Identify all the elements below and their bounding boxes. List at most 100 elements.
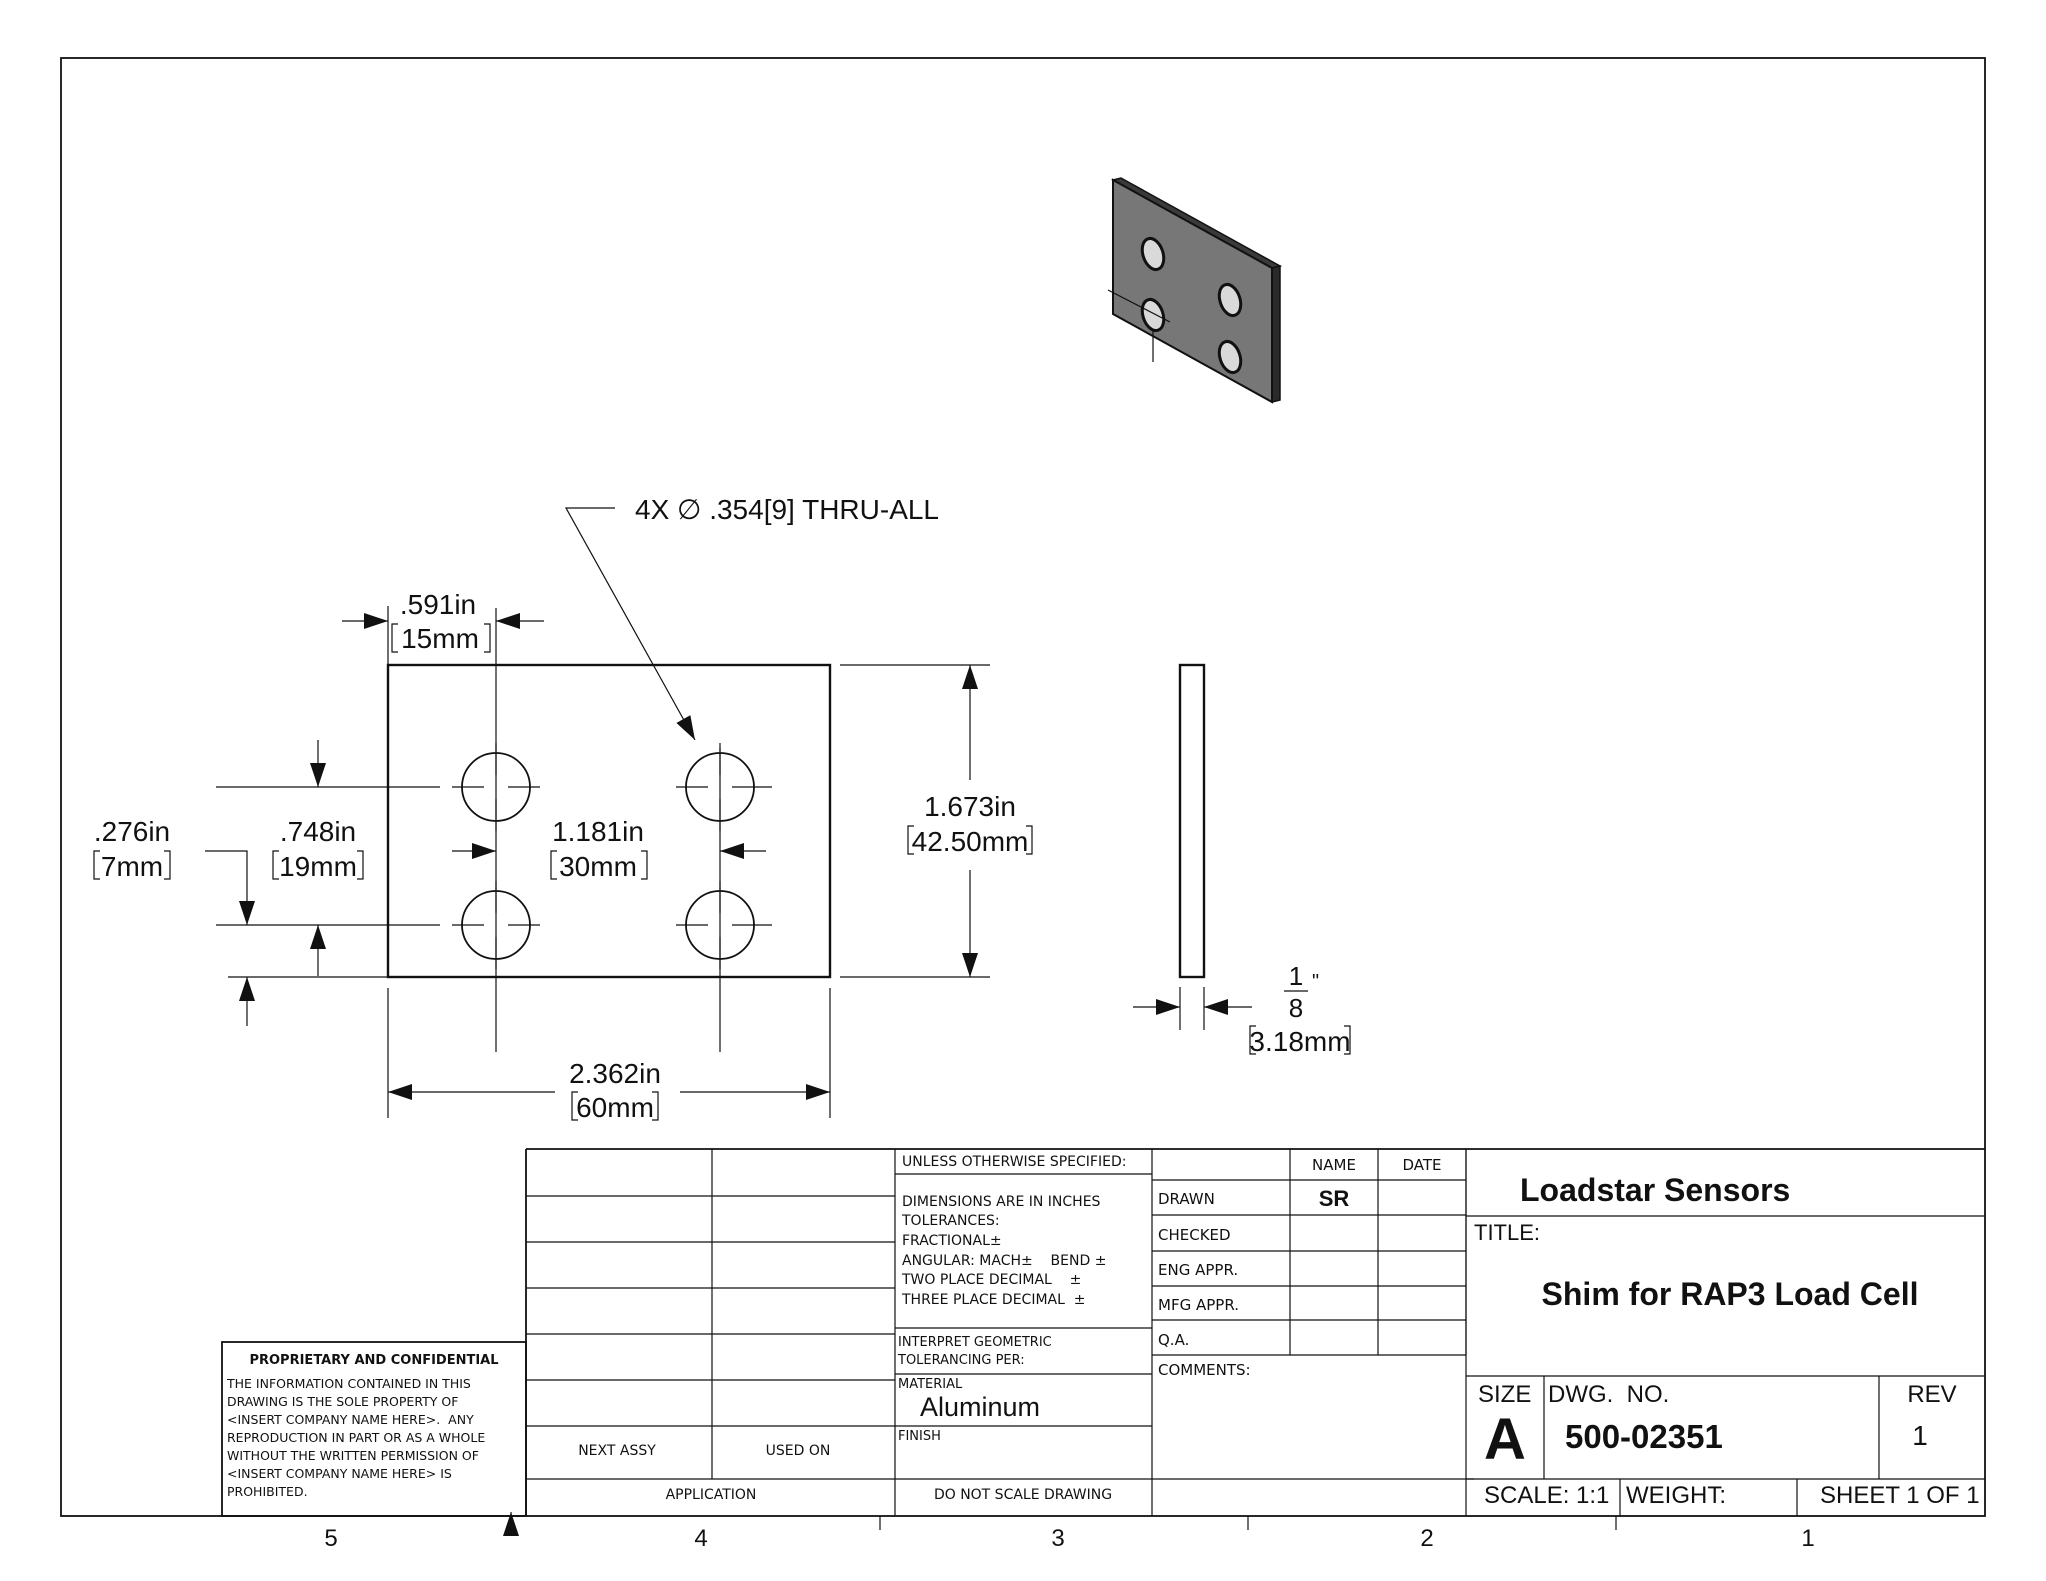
weight: WEIGHT: (1626, 1482, 1726, 1509)
comments-label: COMMENTS: (1158, 1361, 1251, 1379)
proprietary-frame (221, 1341, 527, 1517)
dwg-no-label: DWG. NO. (1548, 1381, 1669, 1408)
zone-number: 2 (1420, 1525, 1433, 1552)
used-on-label: USED ON (766, 1443, 831, 1459)
title-grid (1465, 1149, 1985, 1516)
tolerance-grid (895, 1149, 1153, 1516)
next-assy-label: NEXT ASSY (578, 1443, 656, 1459)
dim-edge-x-in: .591in (400, 589, 476, 620)
zone-ticks (879, 1516, 1617, 1530)
hole-callout: 4X ∅ .354[9] THRU-ALL (635, 494, 939, 525)
sheet-border (60, 57, 1986, 1517)
dim-edge-x-mm: 15mm (401, 623, 479, 654)
application-grid (526, 1149, 1474, 1516)
proprietary-heading: PROPRIETARY AND CONFIDENTIAL (249, 1353, 498, 1368)
company-name: Loadstar Sensors (1520, 1172, 1790, 1208)
mm-bracket (1249, 1025, 1351, 1055)
dim-width-mm: 60mm (576, 1092, 654, 1123)
zone-number: 3 (1051, 1525, 1064, 1552)
dim-leader (205, 850, 248, 880)
rev-label: REV (1907, 1381, 1956, 1408)
size-value: A (1484, 1407, 1526, 1472)
iso-front-face (1112, 178, 1273, 404)
application-label: APPLICATION (666, 1487, 757, 1503)
material-label: MATERIAL (898, 1377, 963, 1392)
approvals-grid (1152, 1149, 1467, 1356)
mm-bracket (93, 850, 171, 880)
mm-bracket (391, 623, 491, 653)
plate-outline (386, 663, 832, 979)
proprietary-line: PROHIBITED. (227, 1484, 308, 1499)
proprietary-box: PROPRIETARY AND CONFIDENTIAL THE INFORMA… (221, 1341, 527, 1517)
interpret-geometric: INTERPRET GEOMETRIC (898, 1335, 1052, 1350)
dim-thickness-denominator: 8 (1289, 993, 1303, 1023)
side-view: 1 8 " 3.18mm (1133, 663, 1351, 1057)
proprietary-line: DRAWING IS THE SOLE PROPERTY OF (227, 1394, 458, 1409)
tolerance-line: TOLERANCES: (901, 1213, 1000, 1229)
plate-side-outline (1178, 663, 1206, 979)
drawn-label: DRAWN (1158, 1190, 1215, 1208)
qa-label: Q.A. (1158, 1331, 1189, 1349)
dim-bottom-edge-mm: 7mm (101, 851, 163, 882)
tolerancing-per: TOLERANCING PER: (897, 1353, 1025, 1368)
sheet: SHEET 1 OF 1 (1820, 1482, 1980, 1509)
drawing-title: Shim for RAP3 Load Cell (1542, 1276, 1919, 1312)
scale: SCALE: 1:1 (1484, 1482, 1609, 1509)
isometric-view (1107, 177, 1283, 404)
tolerance-line: ANGULAR: MACH± BEND ± (902, 1253, 1106, 1269)
zone-numbers: 5 4 3 2 1 (324, 1525, 1814, 1552)
title-label: TITLE: (1474, 1220, 1540, 1245)
dim-vertical-spacing-in: .748in (280, 816, 356, 847)
iso-hole (1140, 236, 1166, 272)
proprietary-line: THE INFORMATION CONTAINED IN THIS (226, 1376, 471, 1391)
do-not-scale: DO NOT SCALE DRAWING (934, 1487, 1112, 1503)
tolerance-line: FRACTIONAL± (902, 1233, 1002, 1249)
iso-centerline (1107, 289, 1171, 323)
front-view: 4X ∅ .354[9] THRU-ALL .591in 15mm 1.673i… (93, 494, 1033, 1123)
tolerance-line: TWO PLACE DECIMAL ± (901, 1272, 1081, 1288)
zone-number: 4 (694, 1525, 707, 1552)
date-header: DATE (1402, 1156, 1441, 1174)
dim-horizontal-spacing-mm: 30mm (559, 851, 637, 882)
dim-thickness-unit: " (1312, 971, 1319, 993)
dim-horizontal-spacing-in: 1.181in (552, 816, 644, 847)
title-block: NEXT ASSY USED ON APPLICATION UNLESS OTH… (503, 1148, 1985, 1536)
dim-thickness-numerator: 1 (1289, 961, 1303, 991)
proprietary-line: <INSERT COMPANY NAME HERE>. ANY (227, 1412, 474, 1427)
mm-bracket (272, 850, 364, 880)
dim-vertical-spacing-mm: 19mm (279, 851, 357, 882)
hole-crosshair (452, 743, 772, 969)
iso-side-face (1271, 265, 1281, 403)
mm-bracket (550, 850, 648, 880)
proprietary-line: <INSERT COMPANY NAME HERE> IS (227, 1466, 452, 1481)
finish-label: FINISH (898, 1429, 941, 1444)
tolerance-line: DIMENSIONS ARE IN INCHES (902, 1194, 1101, 1210)
mm-bracket (907, 825, 1033, 855)
dim-thickness-mm: 3.18mm (1249, 1026, 1350, 1057)
mm-bracket (571, 1091, 659, 1121)
tolerance-line: THREE PLACE DECIMAL ± (901, 1292, 1086, 1308)
iso-hole (1140, 297, 1166, 333)
dim-height-in: 1.673in (924, 791, 1016, 822)
dim-bottom-edge-in: .276in (94, 816, 170, 847)
dim-width-in: 2.362in (569, 1058, 661, 1089)
checked-label: CHECKED (1158, 1226, 1231, 1244)
unless-specified: UNLESS OTHERWISE SPECIFIED: (902, 1154, 1126, 1170)
rev-value: 1 (1912, 1420, 1928, 1451)
hole-callout-leader (564, 507, 696, 741)
zone-number: 1 (1801, 1525, 1814, 1552)
proprietary-line: WITHOUT THE WRITTEN PERMISSION OF (227, 1448, 479, 1463)
mfg-appr-label: MFG APPR. (1158, 1296, 1239, 1314)
iso-hole (1217, 282, 1243, 318)
zone-number: 5 (324, 1525, 337, 1552)
name-header: NAME (1312, 1156, 1356, 1174)
size-label: SIZE (1478, 1381, 1531, 1408)
drawn-name: SR (1319, 1186, 1350, 1211)
proprietary-line: REPRODUCTION IN PART OR AS A WHOLE (227, 1430, 485, 1445)
material-value: Aluminum (920, 1392, 1040, 1422)
eng-appr-label: ENG APPR. (1158, 1261, 1238, 1279)
dim-height-mm: 42.50mm (912, 826, 1029, 857)
dwg-no-value: 500-02351 (1565, 1418, 1723, 1455)
iso-hole (1217, 339, 1243, 375)
